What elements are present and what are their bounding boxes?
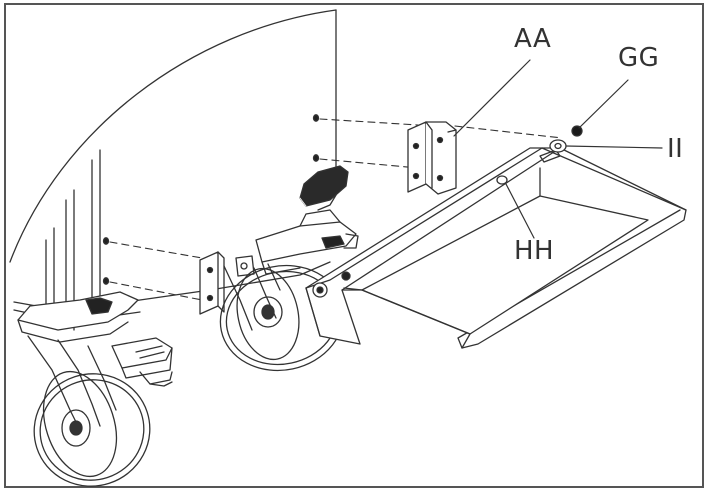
- callout-label-gg: GG: [618, 43, 660, 73]
- assembly-guide-lines: [109, 118, 563, 301]
- wall-bracket-aa: [407, 121, 457, 195]
- callout-label-ii: II: [667, 134, 684, 164]
- body-handle: [299, 165, 349, 207]
- shelf-tray: [305, 147, 687, 349]
- callout-leaders: [453, 59, 663, 239]
- cart-body: [9, 9, 337, 331]
- right-caster: [219, 209, 359, 372]
- callout-label-hh: HH: [514, 236, 555, 266]
- left-caster: [17, 291, 173, 487]
- washer-ii: [549, 139, 567, 153]
- screw-gg: [571, 125, 583, 137]
- left-mounting-bracket: [199, 251, 225, 315]
- callout-label-aa: AA: [514, 24, 552, 54]
